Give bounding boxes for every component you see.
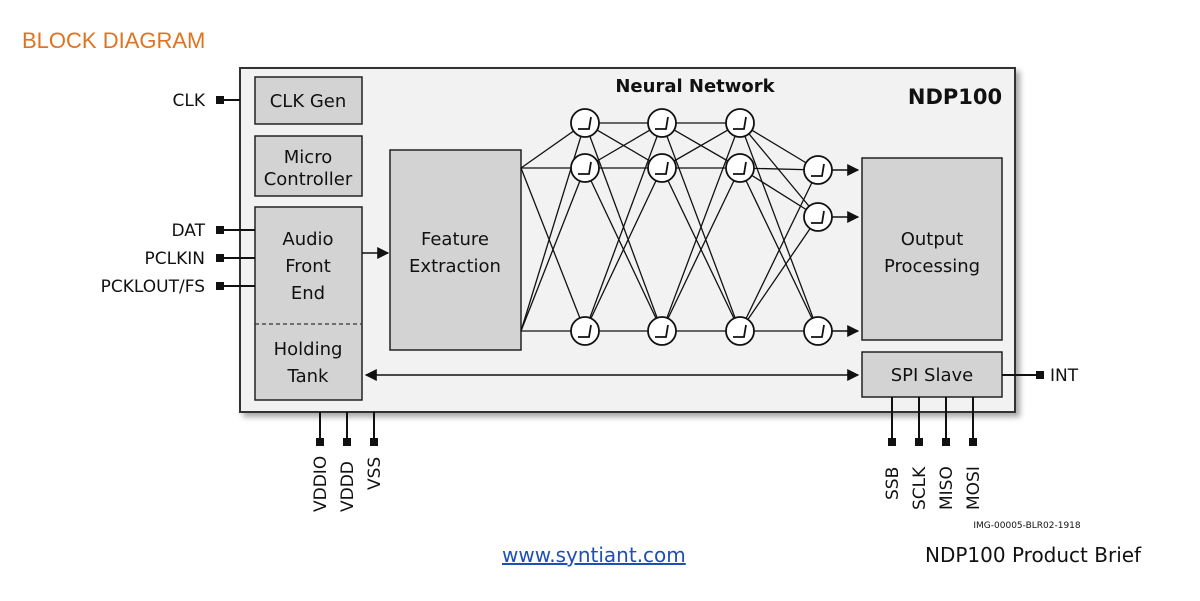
nn-connection xyxy=(739,167,819,218)
activation-icon xyxy=(578,324,592,338)
nn-connection xyxy=(739,216,819,332)
pin-vddd: VDDD xyxy=(338,412,358,512)
spi-slave-block: SPI Slave xyxy=(861,351,1003,398)
pin-mosi-label: MOSI xyxy=(964,466,984,510)
clk-gen-block: CLK Gen xyxy=(254,76,363,125)
pin-ssb: SSB xyxy=(883,397,903,500)
micro-controller-label-line1: Micro xyxy=(284,147,332,168)
pin-pckloutfs: PCKLOUT/FS xyxy=(101,277,255,297)
nn-connection xyxy=(584,167,663,332)
pin-vddio: VDDIO xyxy=(311,412,331,512)
nn-connection xyxy=(661,167,741,332)
feature-extraction-label-line2: Extraction xyxy=(409,256,501,277)
pin-mosi: MOSI xyxy=(964,397,984,510)
activation-icon xyxy=(733,161,747,175)
pin-pclkin-label: PCLKIN xyxy=(145,249,205,269)
audio-front-end-label-line3: End xyxy=(291,283,325,304)
image-code: IMG-00005-BLR02-1918 xyxy=(973,521,1081,531)
output-processing-block: Output Processing xyxy=(861,157,1003,341)
pin-vss-label: VSS xyxy=(365,457,385,490)
activation-icon xyxy=(655,324,669,338)
holding-tank-label-line2: Tank xyxy=(287,366,329,387)
activation-icon xyxy=(578,116,592,130)
activation-icon xyxy=(578,161,592,175)
neuron-node xyxy=(725,108,755,138)
footer-url-link[interactable]: www.syntiant.com xyxy=(502,543,686,567)
neuron-node xyxy=(647,316,677,346)
pin-ssb-label: SSB xyxy=(883,467,903,500)
activation-icon xyxy=(811,324,825,338)
pin-sclk: SCLK xyxy=(910,397,930,510)
nn-connection xyxy=(739,169,819,332)
holding-tank-block: Holding Tank xyxy=(274,339,343,387)
neuron-node xyxy=(647,108,677,138)
pin-vddio-label: VDDIO xyxy=(311,456,331,512)
nn-connection xyxy=(661,122,741,332)
neuron-node xyxy=(570,316,600,346)
feature-extraction-label-line1: Feature xyxy=(421,229,489,250)
neuron-node xyxy=(570,108,600,138)
output-processing-label-line2: Processing xyxy=(884,256,980,277)
pin-dat-label: DAT xyxy=(172,221,206,241)
pin-pclkin: PCLKIN xyxy=(145,249,255,269)
output-processing-label-line1: Output xyxy=(901,229,964,250)
pin-int: INT xyxy=(1002,366,1079,386)
pin-pckloutfs-label: PCKLOUT/FS xyxy=(101,277,205,297)
neuron-node xyxy=(725,316,755,346)
audio-front-end-label-line1: Audio xyxy=(282,229,333,250)
activation-icon xyxy=(733,324,747,338)
pin-clk-label: CLK xyxy=(173,91,206,111)
activation-icon xyxy=(655,116,669,130)
nn-connection xyxy=(661,122,741,169)
page-heading: BLOCK DIAGRAM xyxy=(22,28,206,53)
feature-extraction-block: Feature Extraction xyxy=(389,149,522,351)
neuron-node xyxy=(647,153,677,183)
neuron-node xyxy=(725,153,755,183)
nn-connection xyxy=(584,122,663,332)
neural-network xyxy=(520,108,860,346)
pin-clk: CLK xyxy=(173,91,240,111)
pin-sclk-label: SCLK xyxy=(910,466,930,510)
audio-front-end-label-line2: Front xyxy=(285,256,331,277)
holding-tank-label-line1: Holding xyxy=(274,339,343,360)
pin-dat: DAT xyxy=(172,221,255,241)
activation-icon xyxy=(655,161,669,175)
footer-product-brief: NDP100 Product Brief xyxy=(925,543,1142,567)
spi-slave-label: SPI Slave xyxy=(891,365,974,386)
chip-name: NDP100 xyxy=(908,85,1002,109)
micro-controller-label-line2: Controller xyxy=(264,169,353,190)
nn-connection xyxy=(739,122,819,332)
nn-connection xyxy=(739,122,819,218)
neuron-node xyxy=(570,153,600,183)
audio-front-end-block: Audio Front End xyxy=(254,206,363,401)
pin-vddd-label: VDDD xyxy=(338,461,358,512)
neuron-node xyxy=(803,155,833,185)
nn-connection xyxy=(739,122,819,171)
pin-miso-label: MISO xyxy=(937,466,957,510)
neuron-node xyxy=(803,316,833,346)
micro-controller-block: Micro Controller xyxy=(254,135,363,197)
activation-icon xyxy=(733,116,747,130)
neuron-node xyxy=(803,202,833,232)
nn-connection xyxy=(520,167,586,332)
pin-miso: MISO xyxy=(937,397,957,510)
pin-vss: VSS xyxy=(365,412,385,490)
pin-int-label: INT xyxy=(1050,366,1079,386)
clk-gen-label: CLK Gen xyxy=(270,91,347,112)
activation-icon xyxy=(811,163,825,177)
neural-network-label: Neural Network xyxy=(615,76,775,97)
activation-icon xyxy=(811,210,825,224)
